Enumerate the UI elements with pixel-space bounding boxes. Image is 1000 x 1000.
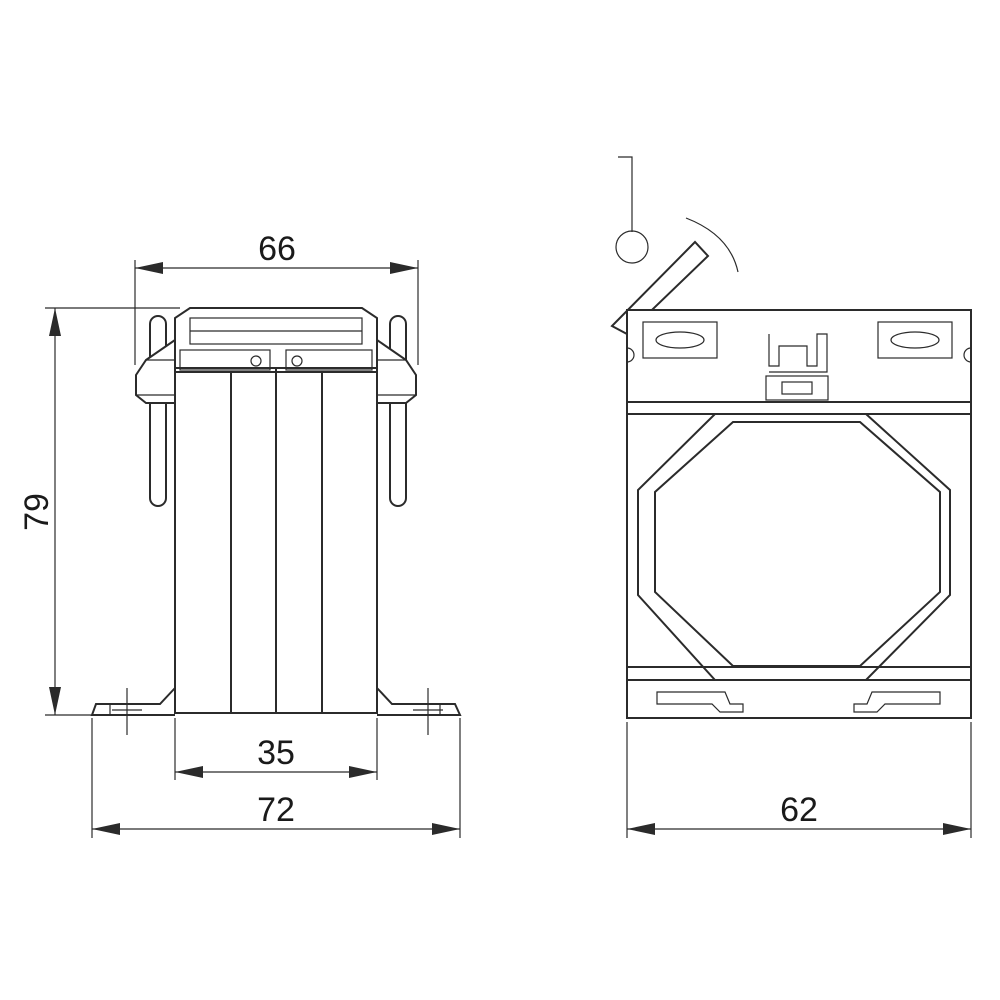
dimension-side-width: 62: [626, 722, 972, 838]
terminal-post-right: [376, 315, 417, 507]
dimension-base-width-label: 72: [257, 791, 295, 829]
conductor-window-outer: [637, 413, 951, 681]
din-clip-left: [656, 691, 744, 713]
dimension-side-width-label: 62: [780, 791, 818, 829]
base-foot-left: [90, 687, 176, 716]
terminal-screw-left: [250, 355, 262, 367]
mount-hole-left: [112, 688, 142, 735]
terminal-post-left: [135, 315, 176, 507]
side-body: [626, 309, 972, 719]
base-foot-right: [376, 687, 462, 716]
dimension-top-width: 66: [134, 230, 419, 365]
terminal-window-right: [877, 321, 953, 359]
din-clip-right: [853, 691, 941, 713]
front-view: 66 79: [18, 230, 462, 838]
top-cover: [174, 307, 378, 369]
side-view: 62: [610, 156, 972, 838]
dimension-base-width: 72: [91, 718, 461, 838]
mount-hole-right: [413, 688, 443, 735]
terminal-screw-right: [291, 355, 303, 367]
conductor-window-inner: [654, 421, 941, 667]
terminal-window-left: [642, 321, 718, 359]
dimension-inner-width: 35: [174, 718, 378, 780]
dimension-height: 79: [18, 307, 180, 716]
dimension-inner-width-label: 35: [257, 734, 295, 772]
rotation-indicator: [615, 156, 739, 273]
center-clip: [765, 333, 829, 401]
dimension-top-width-label: 66: [258, 230, 296, 268]
dimension-height-label: 79: [18, 493, 56, 531]
